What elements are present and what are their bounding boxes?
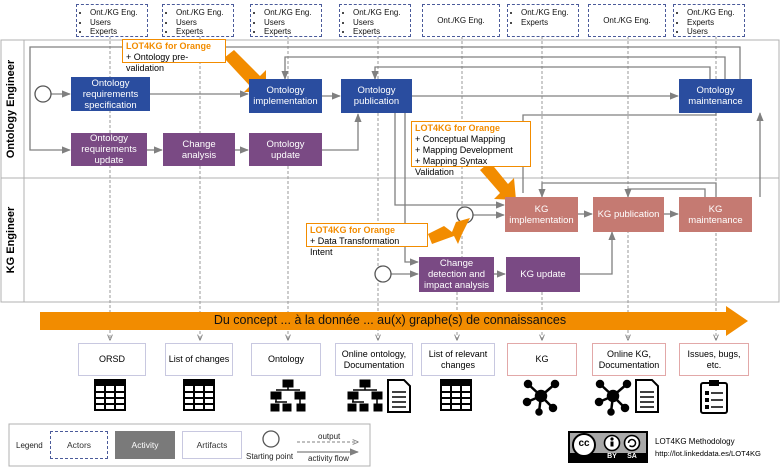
output-links bbox=[110, 110, 716, 340]
actor-item: Users bbox=[687, 27, 740, 37]
icon-hierarchy-ontology bbox=[270, 379, 306, 412]
actor-item: Experts bbox=[90, 27, 143, 37]
lane-label-kg-engineer: KG Engineer bbox=[5, 206, 17, 274]
banner-text: Du concept ... à la donnée ... au(x) gra… bbox=[213, 313, 567, 327]
actor-item: Experts bbox=[264, 27, 317, 37]
actors-box-kg-publication: Ont./KG Eng. bbox=[588, 4, 666, 37]
activity-kg-publication[interactable]: KG publication bbox=[593, 197, 664, 232]
cc-badge-sa: SA bbox=[627, 453, 637, 460]
actor-item: Ont./KG Eng. bbox=[176, 8, 229, 18]
banner-arrow bbox=[40, 306, 748, 336]
activity-flows bbox=[29, 46, 764, 278]
lot4kg-callout-title: LOT4KG for Orange bbox=[310, 225, 396, 235]
artifact-online-kg-documentation: Online KG, Documentation bbox=[592, 343, 666, 376]
cc-badge-by: BY bbox=[607, 453, 617, 460]
artifact-list-of-relevant-changes: List of relevant changes bbox=[421, 343, 495, 376]
swimlane-frame bbox=[0, 39, 780, 303]
actor-item: Experts bbox=[353, 27, 406, 37]
activity-kg-update[interactable]: KG update bbox=[506, 257, 580, 292]
cc-license-badge bbox=[568, 431, 648, 463]
legend-title: Legend bbox=[16, 441, 43, 450]
starting-point-ontology bbox=[34, 85, 52, 103]
actors-box-change-analysis: Ont./KG Eng.UsersExperts bbox=[162, 4, 234, 37]
activity-ontology-implementation[interactable]: Ontology implementation bbox=[249, 79, 322, 113]
lot4kg-callout-title: LOT4KG for Orange bbox=[126, 41, 212, 51]
lot4kg-callout-prevalidation: LOT4KG for Orange + Ontology pre-validat… bbox=[122, 39, 226, 73]
activity-ontology-maintenance[interactable]: Ontology maintenance bbox=[679, 79, 752, 113]
activity-ontology-update[interactable]: Ontology update bbox=[249, 133, 322, 166]
license-url[interactable]: http://lot.linkeddata.es/LOT4KG bbox=[655, 449, 761, 458]
lot4kg-callout-item: + Mapping Syntax Validation bbox=[415, 156, 488, 177]
activity-ontology-requirements-update[interactable]: Ontology requirements update bbox=[71, 133, 147, 166]
activity-change-detection-impact-analysis[interactable]: Change detection and impact analysis bbox=[419, 257, 494, 292]
activity-ontology-requirements-specification[interactable]: Ontology requirements specification bbox=[71, 77, 150, 111]
actor-item: Ont./KG Eng. bbox=[353, 8, 406, 18]
actor-item: Ont./KG Eng. bbox=[687, 8, 740, 18]
icon-table-orsd bbox=[94, 379, 126, 411]
lot4kg-callout-title: LOT4KG for Orange bbox=[415, 123, 501, 133]
lane-label-ontology-engineer: Ontology Engineer bbox=[5, 59, 17, 159]
legend-output-label: output bbox=[318, 432, 341, 441]
actor-item: Experts bbox=[521, 18, 574, 28]
actor-item: Users bbox=[176, 18, 229, 28]
artifact-ontology: Ontology bbox=[251, 343, 321, 376]
activity-change-analysis[interactable]: Change analysis bbox=[163, 133, 235, 166]
actors-box-maintenance: Ont./KG Eng.ExpertsUsers bbox=[673, 4, 745, 37]
legend-start-label: Starting point bbox=[246, 452, 294, 461]
activity-ontology-publication[interactable]: Ontology publication bbox=[341, 79, 412, 113]
actors-box-publication: Ont./KG Eng.UsersExperts bbox=[339, 4, 411, 37]
actor-item: Ont./KG Eng. bbox=[437, 16, 485, 26]
license-name: LOT4KG Methodology bbox=[655, 437, 735, 446]
actor-item: Users bbox=[90, 18, 143, 28]
icon-graph-kg bbox=[522, 379, 560, 416]
actor-item: Users bbox=[353, 18, 406, 28]
icon-document-ontology bbox=[387, 379, 411, 413]
lot4kg-callout-item: + Data Transformation Intent bbox=[310, 236, 400, 257]
lot4kg-callout-transformation: LOT4KG for Orange + Data Transformation … bbox=[306, 223, 428, 257]
lot4kg-callout-item: + Ontology pre-validation bbox=[126, 52, 189, 73]
artifact-kg: KG bbox=[507, 343, 577, 376]
actor-item: Experts bbox=[687, 18, 740, 28]
artifact-orsd: ORSD bbox=[78, 343, 146, 376]
actors-box-req-spec: Ont./KG Eng.UsersExperts bbox=[76, 4, 148, 37]
icon-document-kg bbox=[635, 379, 659, 413]
legend-flow-label: activity flow bbox=[308, 454, 349, 463]
artifact-online-ontology-documentation: Online ontology, Documentation bbox=[335, 343, 413, 376]
legend-artifacts: Artifacts bbox=[182, 431, 242, 459]
icon-graph-online-kg bbox=[594, 379, 632, 416]
icon-table-relevant-changes bbox=[440, 379, 472, 411]
lot4kg-callout-item: + Conceptual Mapping bbox=[415, 134, 506, 144]
actor-item: Ont./KG Eng. bbox=[264, 8, 317, 18]
lot4kg-callout-mapping: LOT4KG for Orange + Conceptual Mapping +… bbox=[411, 121, 531, 177]
lot4kg-callout-item: + Mapping Development bbox=[415, 145, 513, 155]
starting-point-kg-change bbox=[374, 265, 392, 283]
actor-item: Ont./KG Eng. bbox=[90, 8, 143, 18]
actor-item: Experts bbox=[176, 27, 229, 37]
icon-table-changes bbox=[183, 379, 215, 411]
legend-activity: Activity bbox=[115, 431, 175, 459]
actors-box-kg-implementation: Ont./KG Eng.Experts bbox=[507, 4, 579, 37]
legend-start-icon bbox=[262, 430, 280, 448]
legend-actors: Actors bbox=[50, 431, 108, 459]
actor-item: Ont./KG Eng. bbox=[603, 16, 651, 26]
activity-kg-implementation[interactable]: KG implementation bbox=[505, 197, 578, 232]
artifact-issues-bugs: Issues, bugs, etc. bbox=[679, 343, 749, 376]
actor-item: Users bbox=[264, 18, 317, 28]
cc-badge-text: cc bbox=[578, 438, 590, 449]
activity-kg-maintenance[interactable]: KG maintenance bbox=[679, 197, 752, 232]
artifact-list-of-changes: List of changes bbox=[165, 343, 233, 376]
icon-hierarchy-online-ontology bbox=[347, 379, 383, 412]
actor-item: Ont./KG Eng. bbox=[521, 8, 574, 18]
actors-box-implementation: Ont./KG Eng.UsersExperts bbox=[250, 4, 322, 37]
actors-box-change-detection: Ont./KG Eng. bbox=[422, 4, 500, 37]
icon-clipboard-issues bbox=[700, 380, 728, 414]
